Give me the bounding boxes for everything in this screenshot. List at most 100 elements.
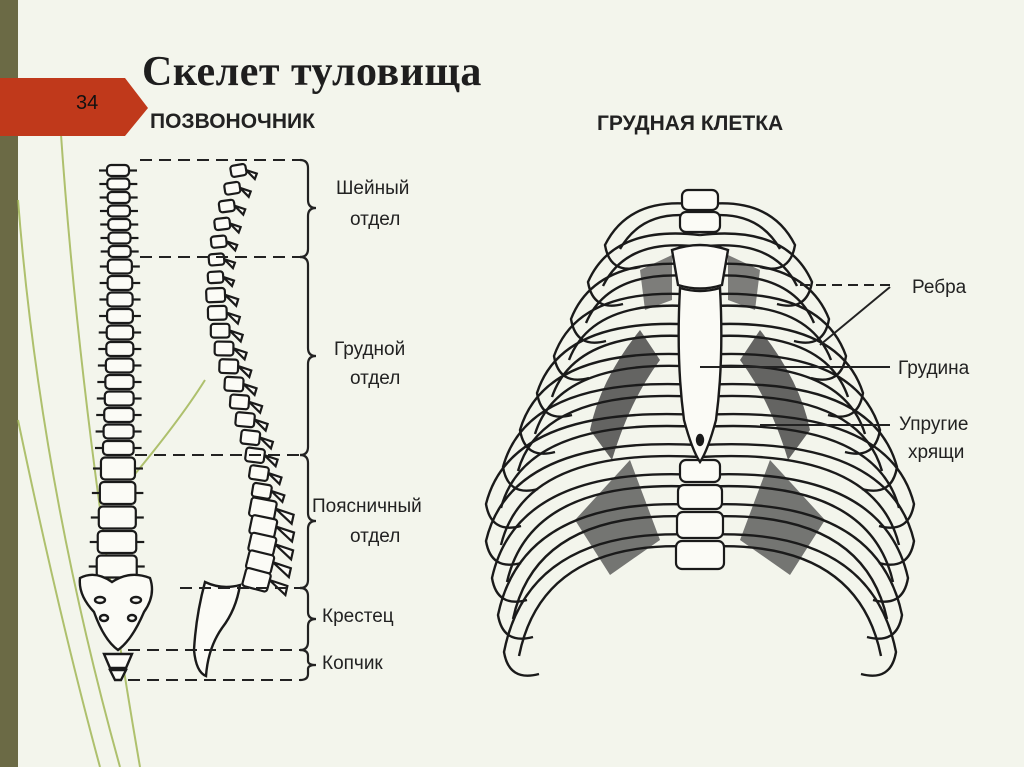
vertebra-side bbox=[223, 375, 245, 393]
rib-left bbox=[502, 533, 701, 677]
sternum bbox=[670, 243, 730, 465]
vertebra-front bbox=[102, 423, 135, 440]
vertebra-front bbox=[105, 307, 134, 325]
rib-right bbox=[699, 262, 831, 344]
vertebra-side bbox=[213, 216, 232, 232]
rib-right bbox=[699, 292, 848, 381]
spine-front-view bbox=[88, 163, 145, 579]
rib-left bbox=[603, 202, 701, 270]
label-pointers bbox=[700, 284, 891, 426]
rib-left-inner bbox=[499, 454, 701, 546]
rib-right bbox=[699, 503, 904, 640]
vertebra-side bbox=[247, 464, 270, 482]
rib-left bbox=[535, 322, 701, 418]
label-lumbar-1: Поясничный bbox=[312, 496, 422, 517]
vertebra-front bbox=[106, 274, 134, 292]
label-coccyx: Копчик bbox=[322, 653, 383, 674]
rib-left-inner bbox=[516, 394, 701, 472]
vertebra-side bbox=[206, 270, 225, 285]
spine-side-view bbox=[205, 162, 296, 598]
spinous-process bbox=[242, 382, 258, 397]
vertebra-front bbox=[107, 231, 132, 245]
rib-right-inner bbox=[699, 424, 901, 509]
rib-right bbox=[699, 412, 916, 529]
vertebra-front bbox=[99, 456, 137, 481]
rib-right-inner bbox=[699, 394, 884, 472]
vertebra-front bbox=[98, 480, 137, 506]
spinous-process bbox=[275, 525, 296, 544]
spinous-process bbox=[225, 311, 242, 326]
region-separators bbox=[128, 159, 300, 681]
spinous-process bbox=[223, 258, 237, 271]
rib-left bbox=[518, 352, 701, 455]
sacrum-front bbox=[78, 573, 154, 682]
ribcage-illustration bbox=[484, 188, 916, 677]
vertebra-side bbox=[209, 322, 231, 339]
vertebra-front bbox=[103, 406, 135, 424]
spinous-process bbox=[272, 561, 293, 580]
vertebra-front bbox=[106, 190, 131, 205]
rib-right-inner bbox=[699, 485, 895, 583]
rib-right bbox=[699, 473, 910, 603]
rib-right-inner bbox=[699, 454, 901, 546]
vertebra-front bbox=[105, 163, 131, 178]
rib-left-inner bbox=[517, 545, 701, 657]
spinous-process bbox=[270, 489, 286, 504]
vertebra-front bbox=[106, 258, 133, 275]
side-bar bbox=[0, 0, 18, 767]
vertebra-front bbox=[106, 177, 131, 191]
vertebra-side bbox=[234, 411, 256, 429]
vertebra-front bbox=[106, 204, 132, 218]
spinous-process bbox=[222, 275, 236, 288]
spinous-process bbox=[224, 293, 240, 308]
spinous-process bbox=[229, 222, 243, 235]
spinous-process bbox=[253, 418, 270, 433]
label-cervical-2: отдел bbox=[350, 209, 401, 230]
vertebra-side bbox=[223, 180, 242, 196]
label-thoracic-2: отдел bbox=[350, 368, 401, 389]
rib-left bbox=[569, 262, 701, 344]
vertebra-side bbox=[207, 252, 226, 267]
rib-left bbox=[490, 473, 701, 603]
spinous-process bbox=[274, 543, 295, 562]
rib-left-inner bbox=[567, 304, 701, 361]
spinous-process bbox=[245, 168, 259, 182]
rib-right-inner bbox=[699, 304, 833, 361]
vertebra-front bbox=[104, 357, 135, 374]
thoracic-column bbox=[674, 188, 726, 571]
vertebra-side bbox=[229, 162, 248, 178]
rib-left-inner bbox=[511, 515, 701, 620]
vertebra-front bbox=[97, 505, 137, 530]
rib-right bbox=[699, 202, 797, 270]
label-lumbar-2: отдел bbox=[350, 526, 401, 547]
vertebra-side bbox=[218, 358, 240, 375]
rib-left-inner bbox=[533, 364, 701, 435]
vertebra-front bbox=[107, 217, 132, 232]
vertebra-side bbox=[217, 198, 236, 214]
ribcage-heading: ГРУДНАЯ КЛЕТКА bbox=[597, 112, 784, 135]
rib-left-inner bbox=[505, 485, 701, 583]
vertebra-front bbox=[103, 390, 135, 407]
vertebra-front bbox=[107, 244, 132, 259]
label-cervical-1: Шейный bbox=[336, 178, 410, 199]
vertebra-side bbox=[205, 286, 227, 304]
page-number: 34 bbox=[76, 92, 99, 114]
vertebra-side bbox=[213, 340, 235, 357]
vertebra-side bbox=[209, 234, 228, 249]
rib-right bbox=[699, 533, 898, 677]
spine-heading: ПОЗВОНОЧНИК bbox=[150, 110, 315, 133]
label-ribs: Ребра bbox=[912, 277, 967, 298]
rib-right bbox=[699, 443, 916, 566]
rib-left bbox=[496, 503, 701, 640]
rib-right-inner bbox=[699, 515, 889, 620]
spinous-process bbox=[228, 329, 245, 344]
vertebra-side bbox=[241, 566, 272, 593]
spinous-process bbox=[239, 186, 253, 199]
rib-right-inner bbox=[699, 364, 867, 435]
label-cartilage-2: хрящи bbox=[908, 442, 965, 463]
rib-left bbox=[484, 443, 701, 566]
spinous-process bbox=[237, 365, 253, 380]
spinous-process bbox=[267, 471, 283, 487]
rib-left bbox=[552, 292, 701, 381]
